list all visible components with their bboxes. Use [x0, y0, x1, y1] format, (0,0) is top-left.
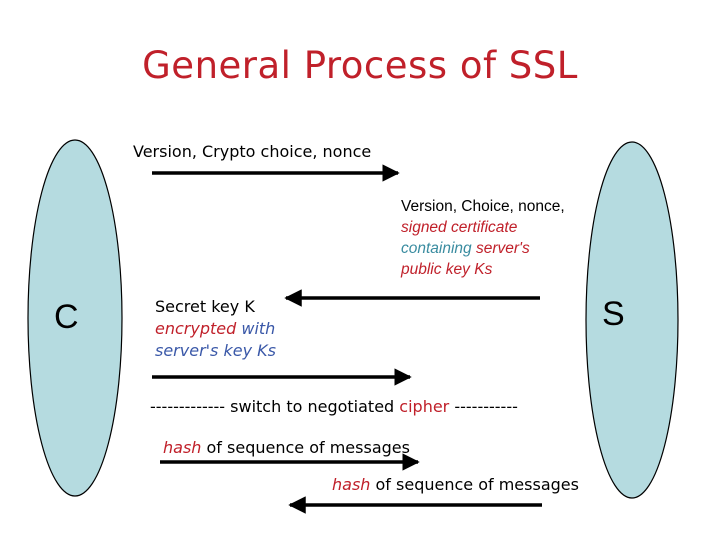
message-4-word-hash: hash	[163, 438, 202, 457]
message-5-text: of sequence of messages	[375, 475, 579, 494]
message-2-line-1: Version, Choice, nonce,	[401, 198, 565, 215]
message-3-line-3: server's key Ks	[155, 341, 276, 360]
server-label: S	[602, 295, 625, 333]
message-3-line-1: Secret key K	[155, 297, 255, 316]
switch-dashes-left: -------------	[150, 397, 226, 416]
server-ellipse	[585, 141, 679, 499]
switch-cipher-line: ------------- switch to negotiated ciphe…	[150, 397, 518, 416]
message-2-word-servers: server's	[475, 240, 530, 257]
message-3-word-with: with	[241, 319, 276, 338]
message-2-line-2: signed certificate	[401, 219, 518, 236]
message-2-line-3: containing server's	[401, 240, 530, 258]
client-ellipse	[27, 139, 123, 497]
client-label: C	[54, 298, 79, 336]
message-4-text: of sequence of messages	[206, 438, 410, 457]
message-5-word-hash: hash	[332, 475, 371, 494]
message-5-label: hash of sequence of messages	[332, 475, 579, 494]
switch-word-cipher: cipher	[399, 397, 450, 416]
switch-dashes-right: -----------	[454, 397, 518, 416]
message-1-label: Version, Crypto choice, nonce	[133, 142, 372, 161]
message-3-word-encrypted: encrypted	[155, 319, 237, 338]
message-4-label: hash of sequence of messages	[163, 438, 410, 457]
switch-text: switch to negotiated	[230, 397, 395, 416]
message-3-line-2: encrypted with	[155, 319, 275, 338]
page-title: General Process of SSL	[142, 44, 578, 87]
message-2-line-4: public key Ks	[401, 261, 493, 278]
message-2-word-containing: containing	[401, 240, 472, 257]
